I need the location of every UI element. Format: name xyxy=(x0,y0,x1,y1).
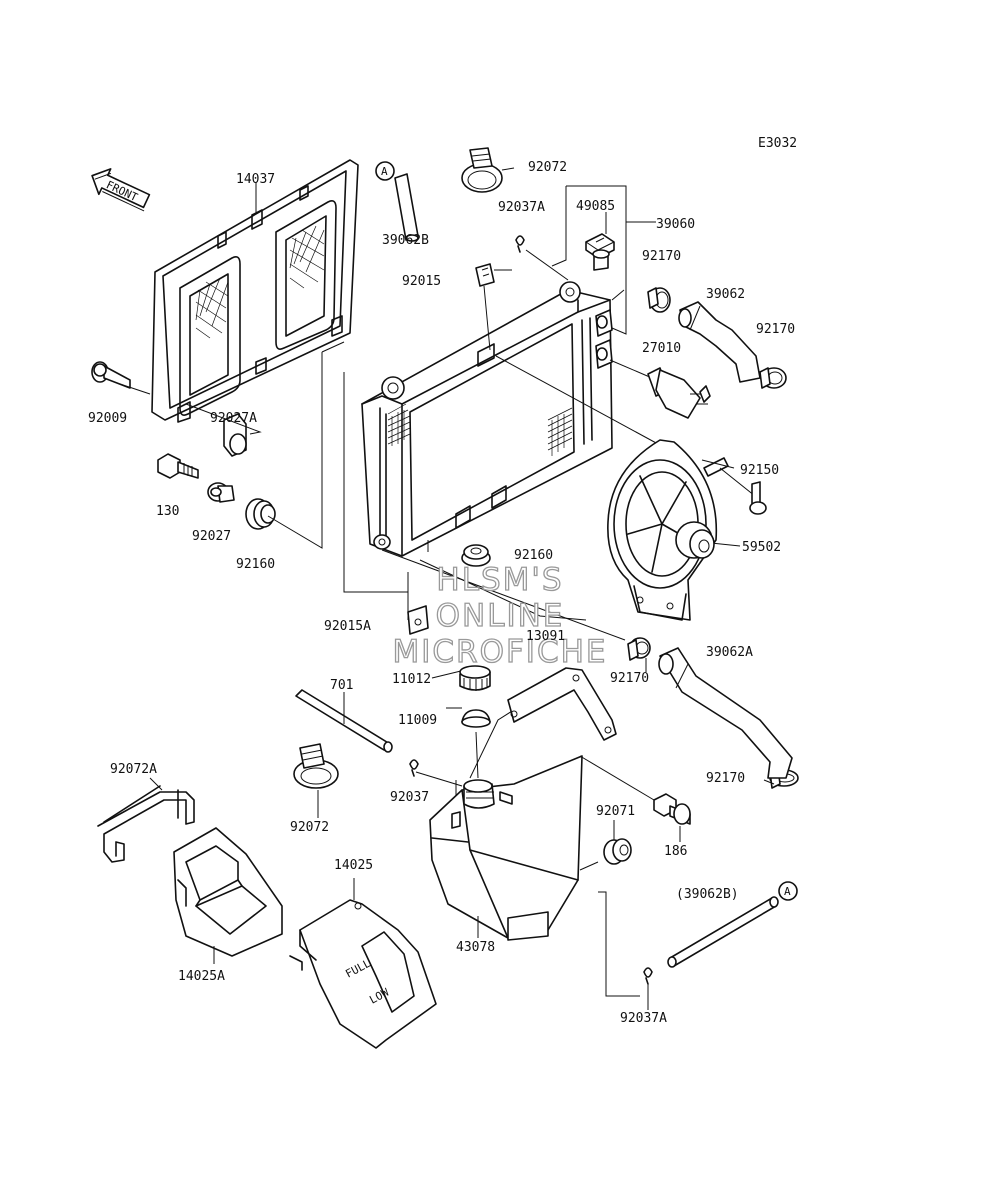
pipe-39062B xyxy=(394,173,419,242)
part-label: 39062 xyxy=(706,287,745,302)
cover-14025: FULL LOW xyxy=(289,899,437,1049)
watermark-line-3: MICROFICHE xyxy=(393,634,608,670)
leader-lines xyxy=(119,167,761,997)
radiator-screen-14037 xyxy=(151,159,359,423)
part-label: 130 xyxy=(156,504,179,519)
part-label: 11009 xyxy=(398,713,437,728)
bolt-130 xyxy=(157,453,199,479)
bolt-186 xyxy=(653,793,691,825)
part-label: 92015 xyxy=(402,274,441,289)
part-label: 92037A xyxy=(620,1011,667,1026)
part-label: 92170 xyxy=(610,671,649,686)
ref-marker-a-top-text: A xyxy=(381,165,388,178)
bracket-92072A xyxy=(97,785,195,863)
part-label: 39060 xyxy=(656,217,695,232)
part-label: 92072 xyxy=(290,820,329,835)
part-label: 92009 xyxy=(88,411,127,426)
ref-marker-a-top: A xyxy=(375,161,395,181)
part-label: 92027A xyxy=(210,411,257,426)
pipe-39062B-lower xyxy=(667,896,779,968)
cap-seal-11009 xyxy=(461,709,491,728)
part-label: 39062A xyxy=(706,645,753,660)
reservoir-tank-43078 xyxy=(429,755,583,941)
pipe-701 xyxy=(295,689,393,753)
clip-92015A xyxy=(407,605,429,635)
part-label: 92027 xyxy=(192,529,231,544)
hose-clamp-92170-mid xyxy=(627,637,651,661)
bolt-92150 xyxy=(749,481,767,515)
ref-marker-a-bottom: A xyxy=(778,881,798,901)
fan-switch-27010 xyxy=(647,367,711,419)
part-label: 92072A xyxy=(110,762,157,777)
radiator-body xyxy=(361,249,613,557)
hose-39062A xyxy=(658,647,793,779)
front-direction-arrow: FRONT xyxy=(91,168,151,212)
part-label: 92071 xyxy=(596,804,635,819)
fan-assembly-59502 xyxy=(607,439,729,621)
collar-92027 xyxy=(207,482,235,503)
part-label: 92015A xyxy=(324,619,371,634)
part-label: 39062B xyxy=(382,233,429,248)
diagram-code: E3032 xyxy=(758,136,797,151)
part-label: 92160 xyxy=(514,548,553,563)
bolt-92009 xyxy=(91,361,131,389)
part-label: 14037 xyxy=(236,172,275,187)
ref-marker-a-bottom-text: A xyxy=(784,885,791,898)
hose-39062 xyxy=(678,301,761,383)
part-label: (39062B) xyxy=(676,887,739,902)
part-label: 43078 xyxy=(456,940,495,955)
part-label: 92170 xyxy=(756,322,795,337)
grommet-92071 xyxy=(603,838,632,865)
part-label: 59502 xyxy=(742,540,781,555)
grommet-92160-left xyxy=(245,498,276,530)
part-label: 186 xyxy=(664,844,687,859)
hose-clamp-92170-right xyxy=(759,367,787,389)
hose-clamp-92072-top xyxy=(461,147,503,193)
part-label: 92072 xyxy=(528,160,567,175)
part-label: 92170 xyxy=(642,249,681,264)
part-label: 92160 xyxy=(236,557,275,572)
part-label: 92150 xyxy=(740,463,779,478)
part-label: 13091 xyxy=(526,629,565,644)
part-label: 92037 xyxy=(390,790,429,805)
part-label: 11012 xyxy=(392,672,431,687)
part-label: 92037A xyxy=(498,200,545,215)
part-label: 701 xyxy=(330,678,353,693)
cover-14025A xyxy=(173,827,283,957)
clip-92037A-bottom xyxy=(643,967,653,985)
clip-92015 xyxy=(475,263,495,287)
watermark-line-2: ONLINE xyxy=(436,598,565,634)
bracket-13091 xyxy=(507,667,617,741)
reservoir-cap-11012 xyxy=(459,665,491,691)
hose-clamp-92072-bottom xyxy=(293,743,339,789)
watermark: HLSM'S ONLINE MICROFICHE xyxy=(392,561,608,670)
clip-92037A-top xyxy=(515,235,525,253)
grommet-92160-center xyxy=(461,544,491,567)
part-label: 49085 xyxy=(576,199,615,214)
watermark-line-1: HLSM'S xyxy=(436,562,563,598)
part-label: 14025A xyxy=(178,969,225,984)
part-label: 14025 xyxy=(334,858,373,873)
part-label: 92170 xyxy=(706,771,745,786)
clip-92037 xyxy=(409,759,419,777)
part-label: 27010 xyxy=(642,341,681,356)
hose-clamp-92170-upper xyxy=(647,287,671,313)
